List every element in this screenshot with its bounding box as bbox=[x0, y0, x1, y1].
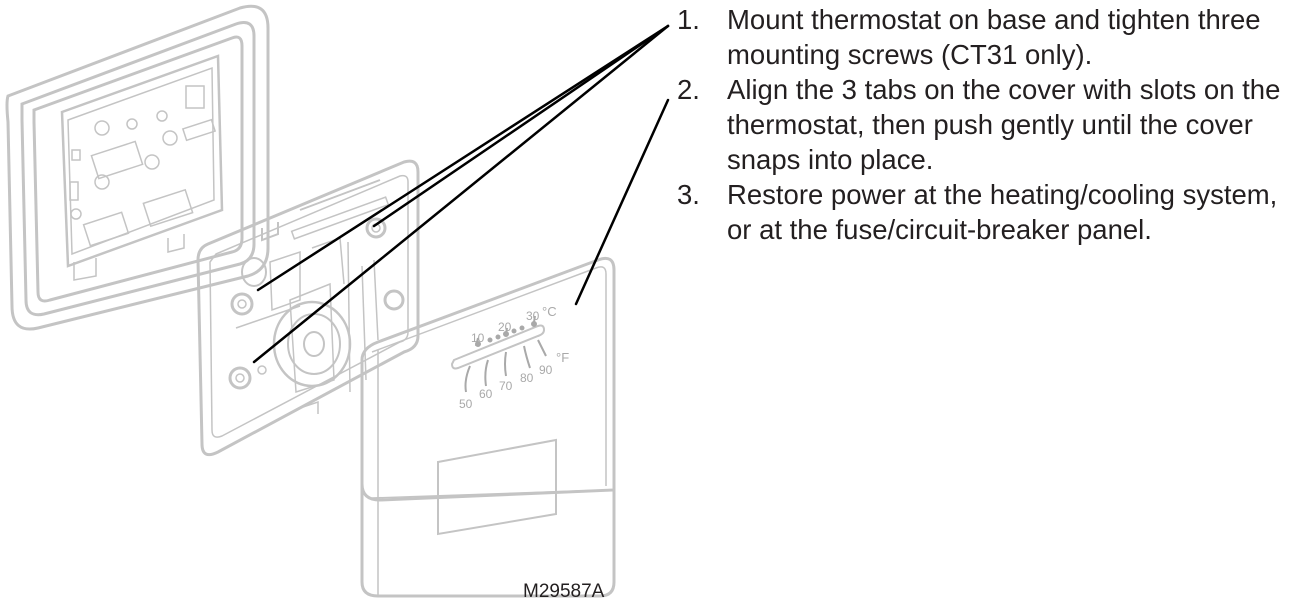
callout-line-screw-left-lower bbox=[252, 24, 670, 364]
fahrenheit-unit: °F bbox=[556, 350, 569, 365]
callout-lines bbox=[252, 24, 670, 364]
thermostat-body bbox=[196, 159, 420, 457]
fahrenheit-tick-80: 80 bbox=[520, 371, 534, 385]
fahrenheit-tick-90: 90 bbox=[539, 363, 553, 377]
celsius-tick-10: 10 bbox=[471, 331, 485, 345]
step-1: 1. Mount thermostat on base and tighten … bbox=[672, 2, 1302, 72]
step-3-number: 3. bbox=[677, 179, 700, 210]
fahrenheit-tick-60: 60 bbox=[479, 387, 493, 401]
figure-id: M29587A bbox=[523, 581, 605, 602]
dial-labels: 10 20 30 °C 50 60 70 80 90 °F bbox=[459, 304, 569, 411]
dial-ticks bbox=[464, 315, 547, 393]
celsius-tick-30: 30 bbox=[526, 309, 540, 323]
callout-line-screw-left-upper bbox=[256, 24, 670, 292]
instruction-steps: 1. Mount thermostat on base and tighten … bbox=[672, 2, 1302, 247]
celsius-unit: °C bbox=[542, 304, 557, 319]
step-3-text: Restore power at the heating/cooling sys… bbox=[727, 179, 1278, 245]
step-1-text: Mount thermostat on base and tighten thr… bbox=[727, 4, 1261, 70]
step-2: 2. Align the 3 tabs on the cover with sl… bbox=[672, 72, 1302, 177]
callout-line-cover bbox=[574, 98, 670, 306]
step-2-text: Align the 3 tabs on the cover with slots… bbox=[727, 74, 1281, 175]
fahrenheit-tick-50: 50 bbox=[459, 397, 473, 411]
fahrenheit-tick-70: 70 bbox=[499, 379, 513, 393]
callout-line-screw-top bbox=[372, 24, 670, 228]
celsius-tick-20: 20 bbox=[498, 320, 512, 334]
step-1-number: 1. bbox=[677, 4, 700, 35]
thermostat-cover bbox=[360, 256, 616, 598]
wall-plate bbox=[5, 4, 270, 331]
step-3: 3. Restore power at the heating/cooling … bbox=[672, 177, 1302, 247]
step-2-number: 2. bbox=[677, 74, 700, 105]
